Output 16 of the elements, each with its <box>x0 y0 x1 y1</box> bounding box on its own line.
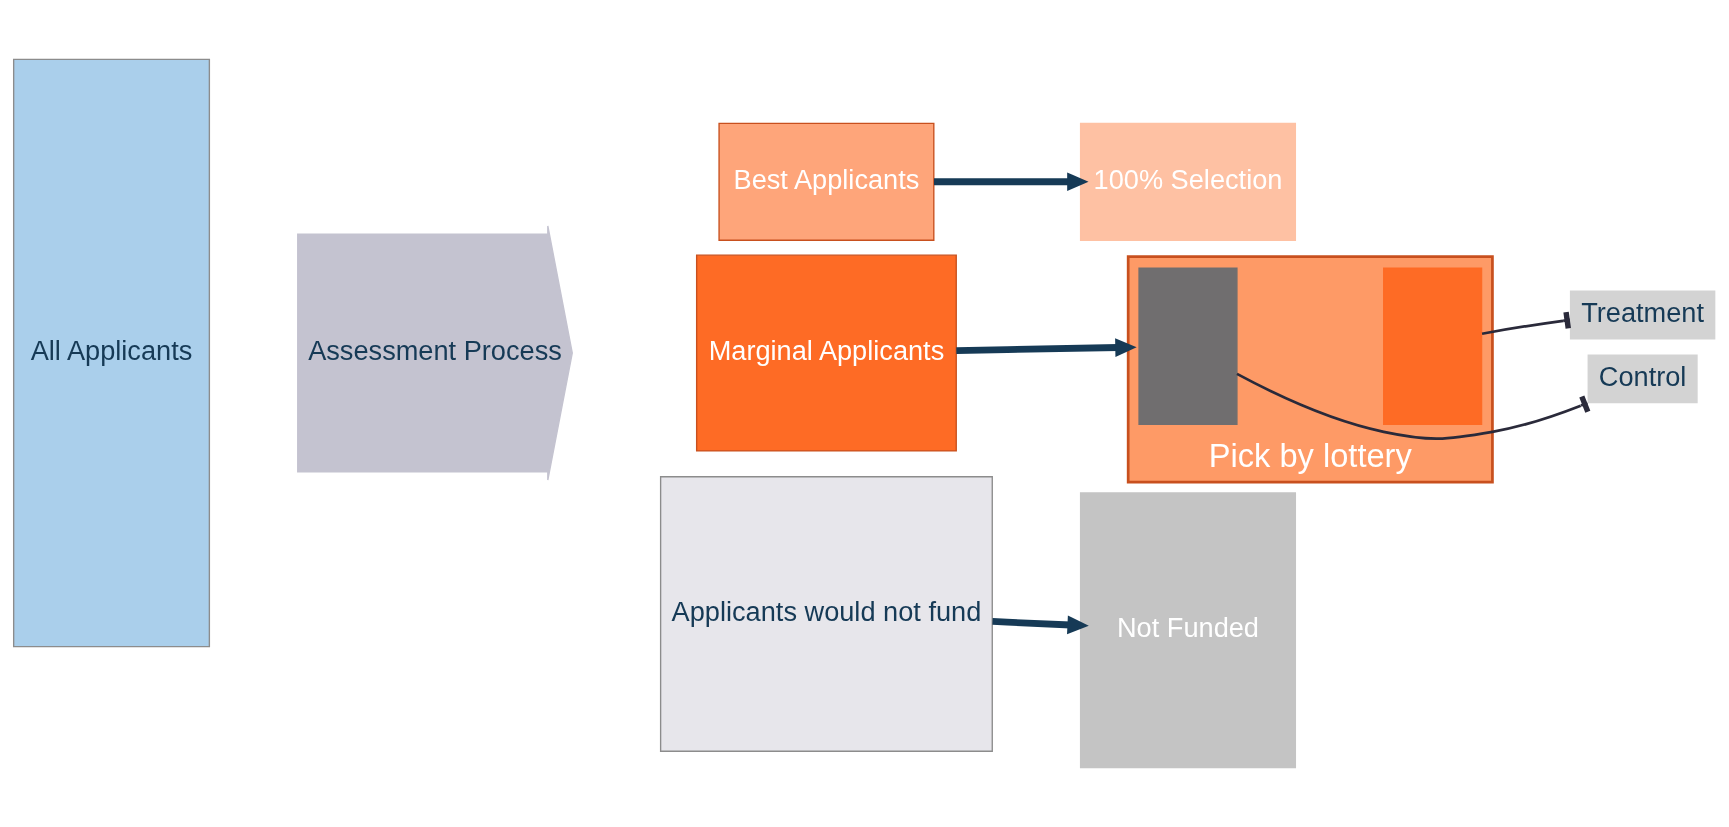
arrow <box>992 615 1089 635</box>
cluster: Pick by lottery <box>1126 255 1494 484</box>
node-box: Best Applicants <box>718 122 935 241</box>
arrow <box>934 172 1089 192</box>
node-box: Applicants would not fund <box>659 476 993 752</box>
node-box <box>1138 267 1238 426</box>
node-box: Control <box>1587 354 1698 404</box>
node-box: Marginal Applicants <box>695 254 957 452</box>
node-box <box>1383 267 1483 426</box>
node-box: Treatment <box>1569 290 1716 340</box>
arrow <box>956 338 1137 357</box>
node-box: All Applicants <box>13 58 211 648</box>
node-box: 100% Selection <box>1079 122 1297 241</box>
connector <box>1481 311 1571 336</box>
node-box: Not Funded <box>1079 492 1297 769</box>
connector <box>1236 372 1591 440</box>
